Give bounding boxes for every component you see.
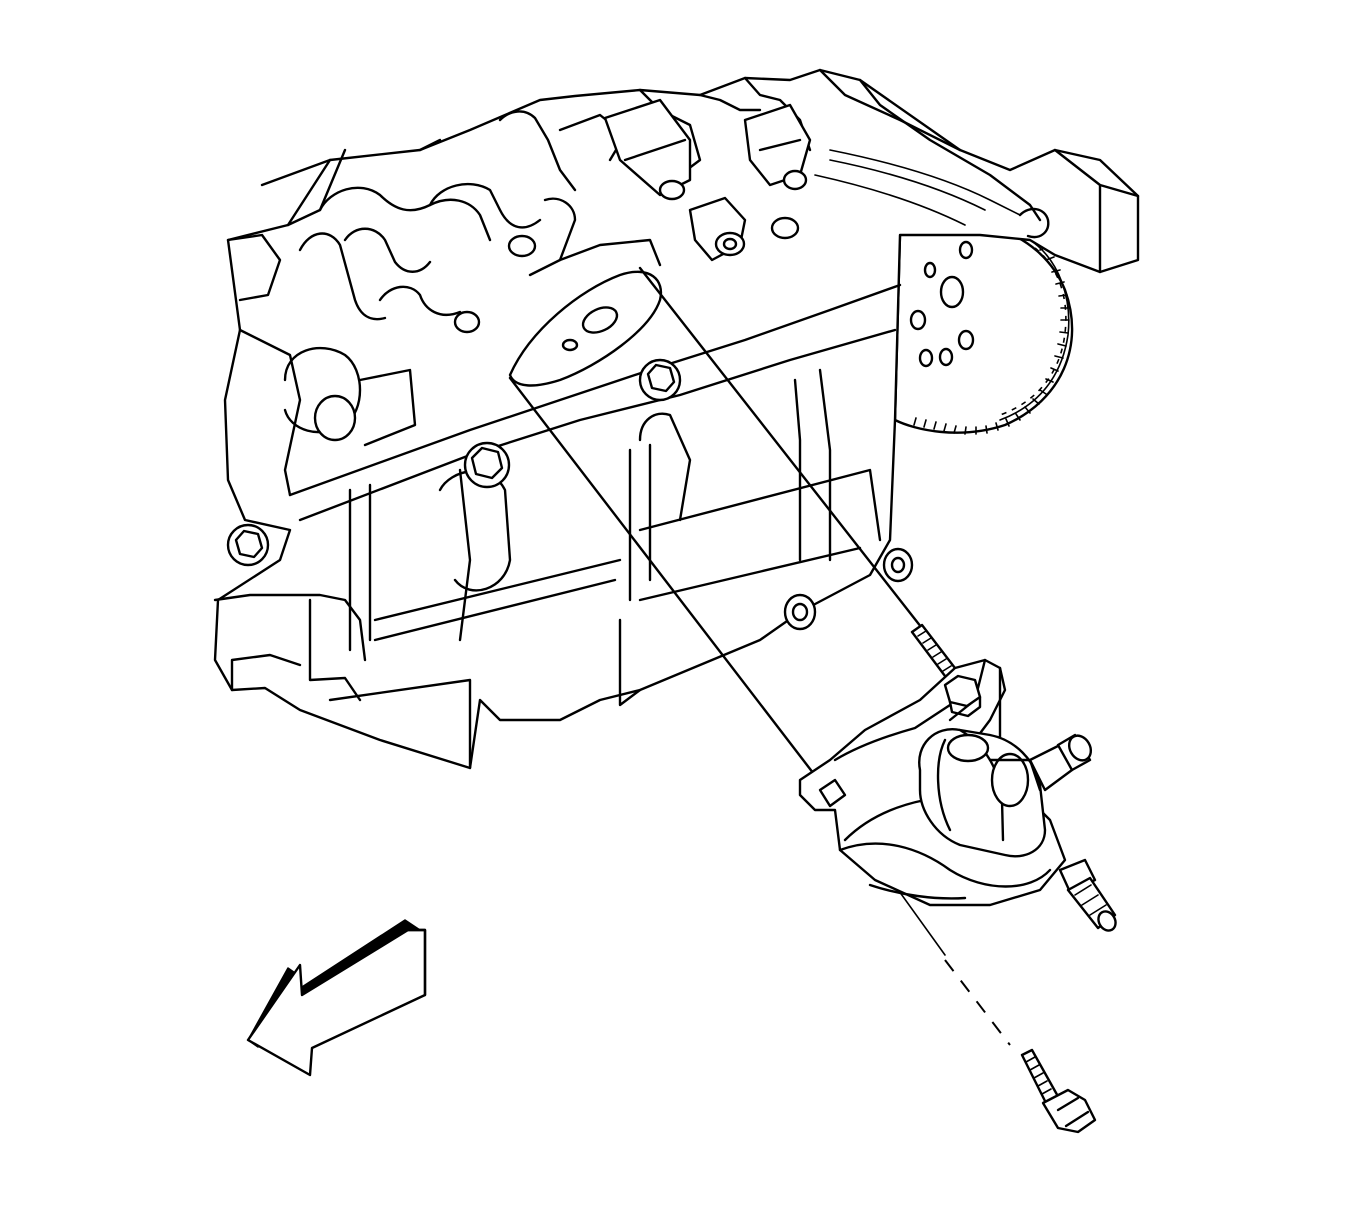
engine-block xyxy=(213,68,1140,770)
flywheel-hole xyxy=(938,347,954,367)
oil-filter-adapter xyxy=(918,728,1047,858)
nut xyxy=(943,674,982,718)
front-of-vehicle-arrow xyxy=(246,919,427,1077)
sensor-connector xyxy=(603,98,692,201)
pipe-fitting xyxy=(1028,733,1093,792)
flywheel-hole xyxy=(957,329,975,351)
flywheel-hole xyxy=(958,240,974,260)
flywheel xyxy=(893,220,1074,435)
oil-pan xyxy=(328,468,882,770)
sensor-connector xyxy=(688,196,747,262)
pipe-fitting xyxy=(1058,858,1117,932)
flywheel-hole xyxy=(939,275,965,309)
flywheel-hole xyxy=(923,261,937,279)
flywheel-hole xyxy=(909,309,927,331)
bolt xyxy=(1020,1048,1097,1134)
flywheel-hole xyxy=(918,348,934,368)
mounting-pad xyxy=(508,238,663,387)
